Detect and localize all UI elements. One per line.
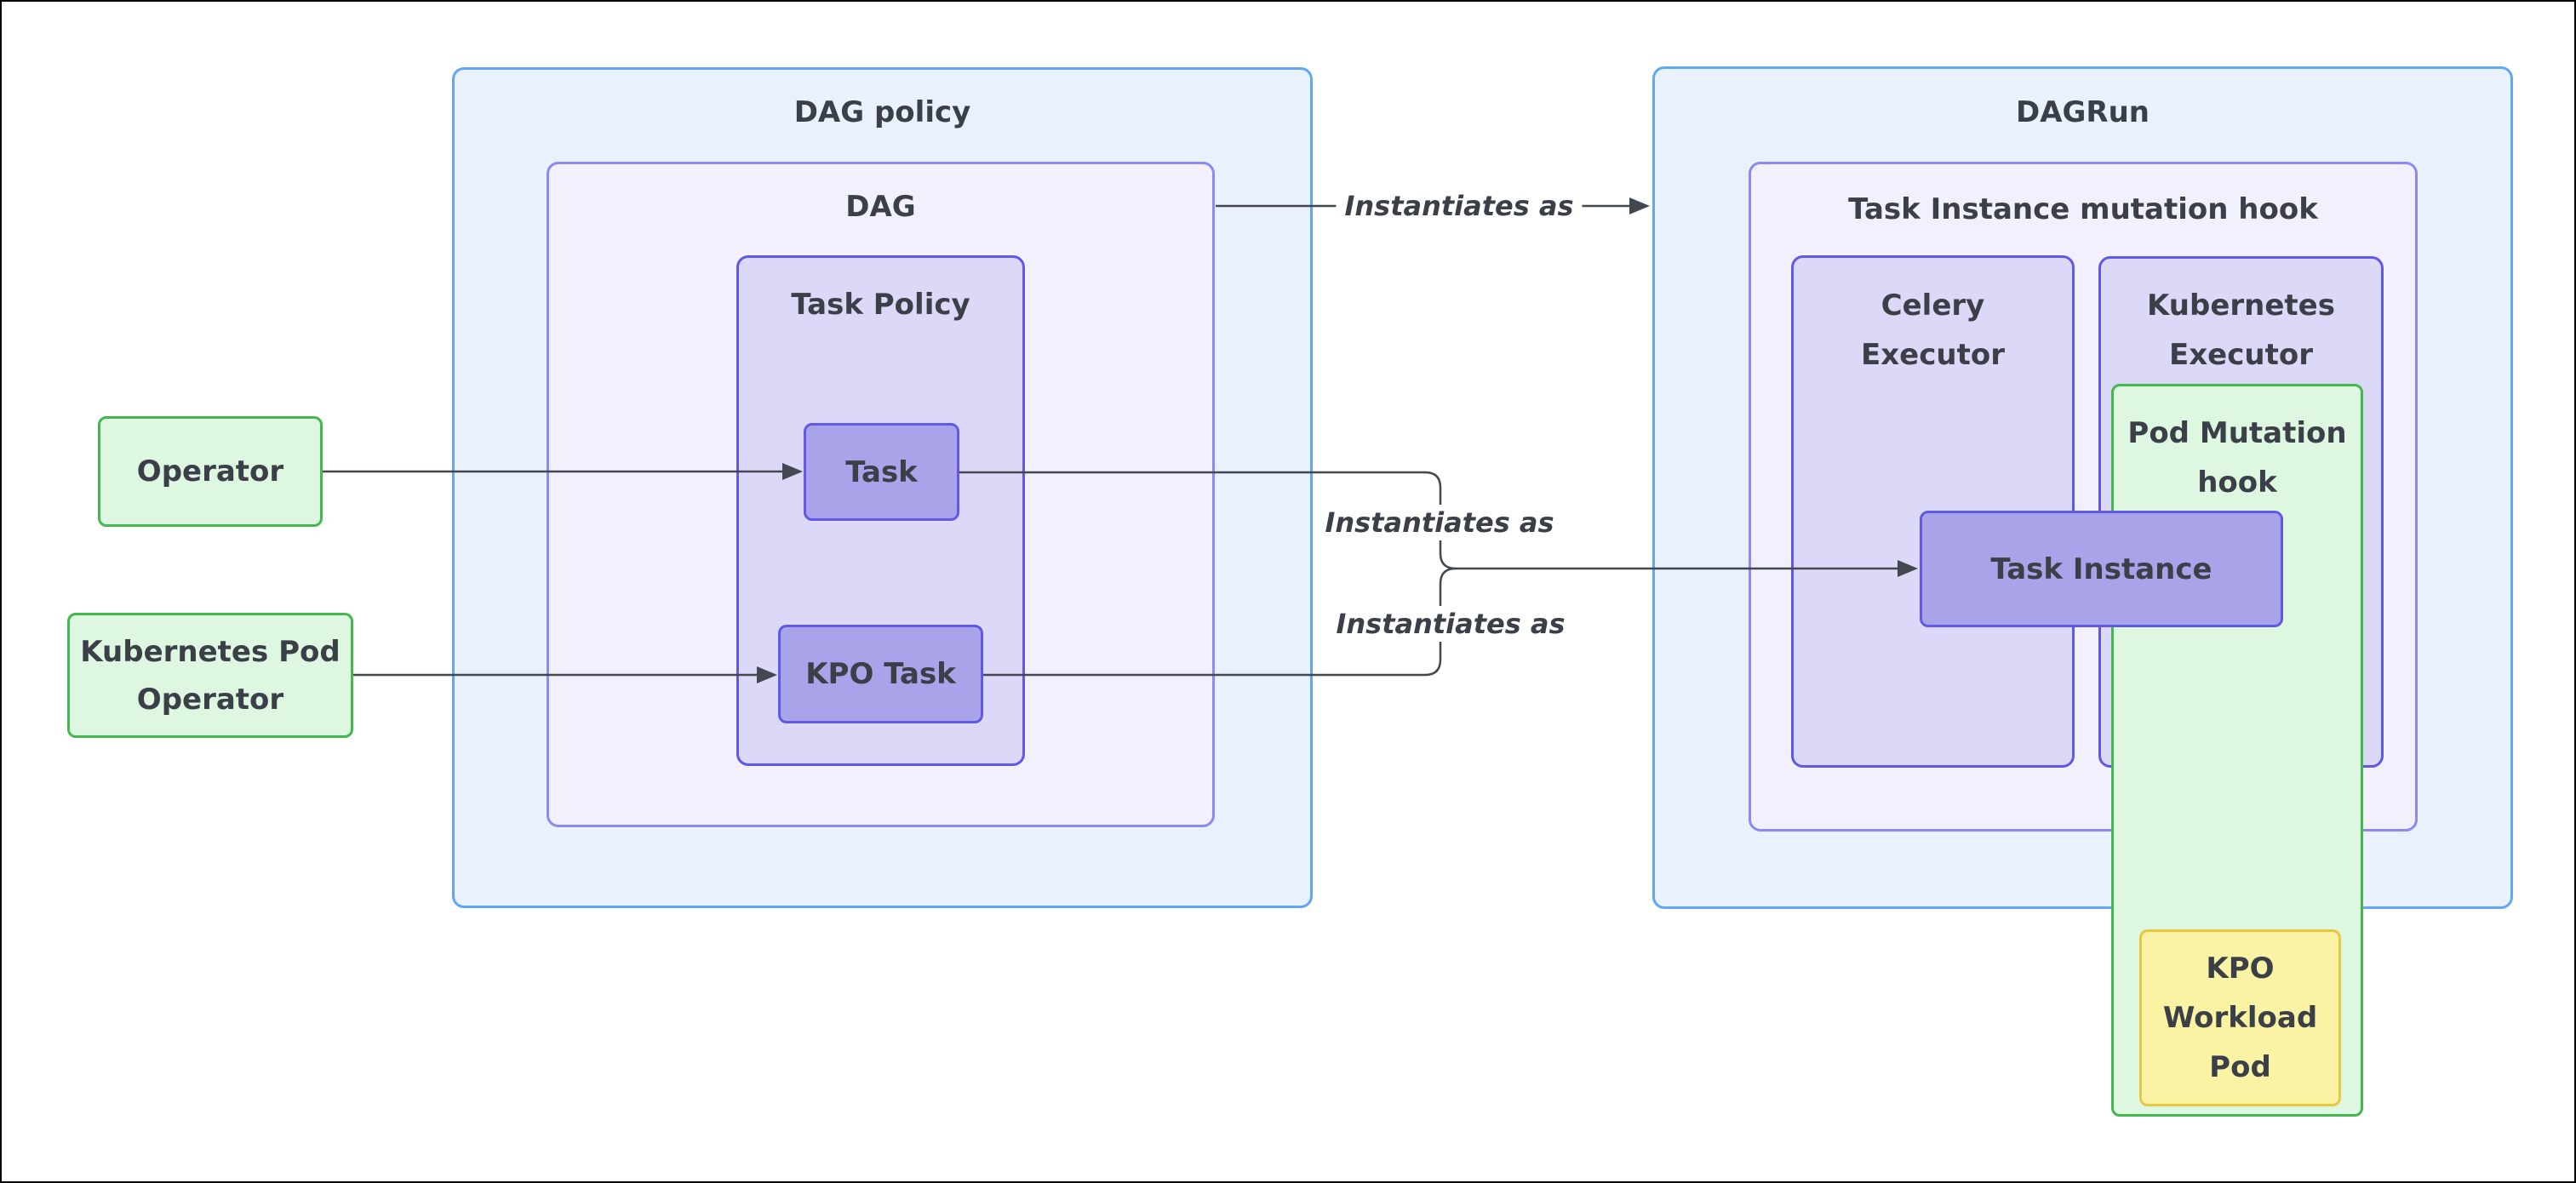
cluster-dagrun-title: DAGRun [2015,95,2150,129]
node-task-label: Task [845,454,918,489]
node-task: Task [804,423,959,521]
kubernetes-executor-line2: Executor [2169,338,2313,372]
node-kubernetes-pod-operator: Kubernetes Pod Operator [67,613,353,738]
node-kpo-workload-pod-label: KPO Workload Pod [2163,944,2317,1092]
node-task-instance: Task Instance [1920,511,2283,627]
node-kpo-task-label: KPO Task [805,657,956,691]
kubernetes-executor-line1: Kubernetes [2147,289,2335,323]
cluster-celery-executor-title: Celery Executor [1794,281,2072,380]
edge-label-task-to-task-instance: Instantiates as [1316,505,1563,540]
arrowhead-dag-to-dagrun [1629,197,1650,214]
edge-label-kpo-task-to-task-instance: Instantiates as [1327,606,1574,642]
node-kpo-workload-pod: KPO Workload Pod [2139,929,2341,1106]
kpo-label-line1: Kubernetes Pod [80,634,341,669]
edge-label-dag-to-dagrun: Instantiates as [1336,188,1583,224]
node-task-instance-label: Task Instance [1990,551,2212,586]
kpo-pod-label-line3: Pod [2209,1050,2271,1084]
celery-executor-line1: Celery [1880,289,1985,323]
pod-mutation-hook-line2: hook [2197,466,2277,500]
node-kpo-task: KPO Task [778,625,983,723]
celery-executor-line2: Executor [1861,338,2005,372]
cluster-dag-title: DAG [845,190,916,224]
node-operator: Operator [98,416,323,527]
node-operator-label: Operator [136,454,284,489]
cluster-kubernetes-executor-title: Kubernetes Executor [2101,281,2381,380]
kpo-pod-label-line1: KPO [2206,952,2275,986]
kpo-label-line2: Operator [136,682,284,717]
cluster-dag-policy-title: DAG policy [793,95,971,129]
cluster-task-instance-mutation-hook-title: Task Instance mutation hook [1848,192,2318,226]
kpo-pod-label-line2: Workload [2162,1001,2318,1035]
cluster-pod-mutation-hook-title: Pod Mutation hook [2114,409,2361,507]
pod-mutation-hook-line1: Pod Mutation [2127,416,2347,450]
cluster-task-policy-title: Task Policy [791,288,970,322]
node-kubernetes-pod-operator-label: Kubernetes Pod Operator [80,628,340,723]
